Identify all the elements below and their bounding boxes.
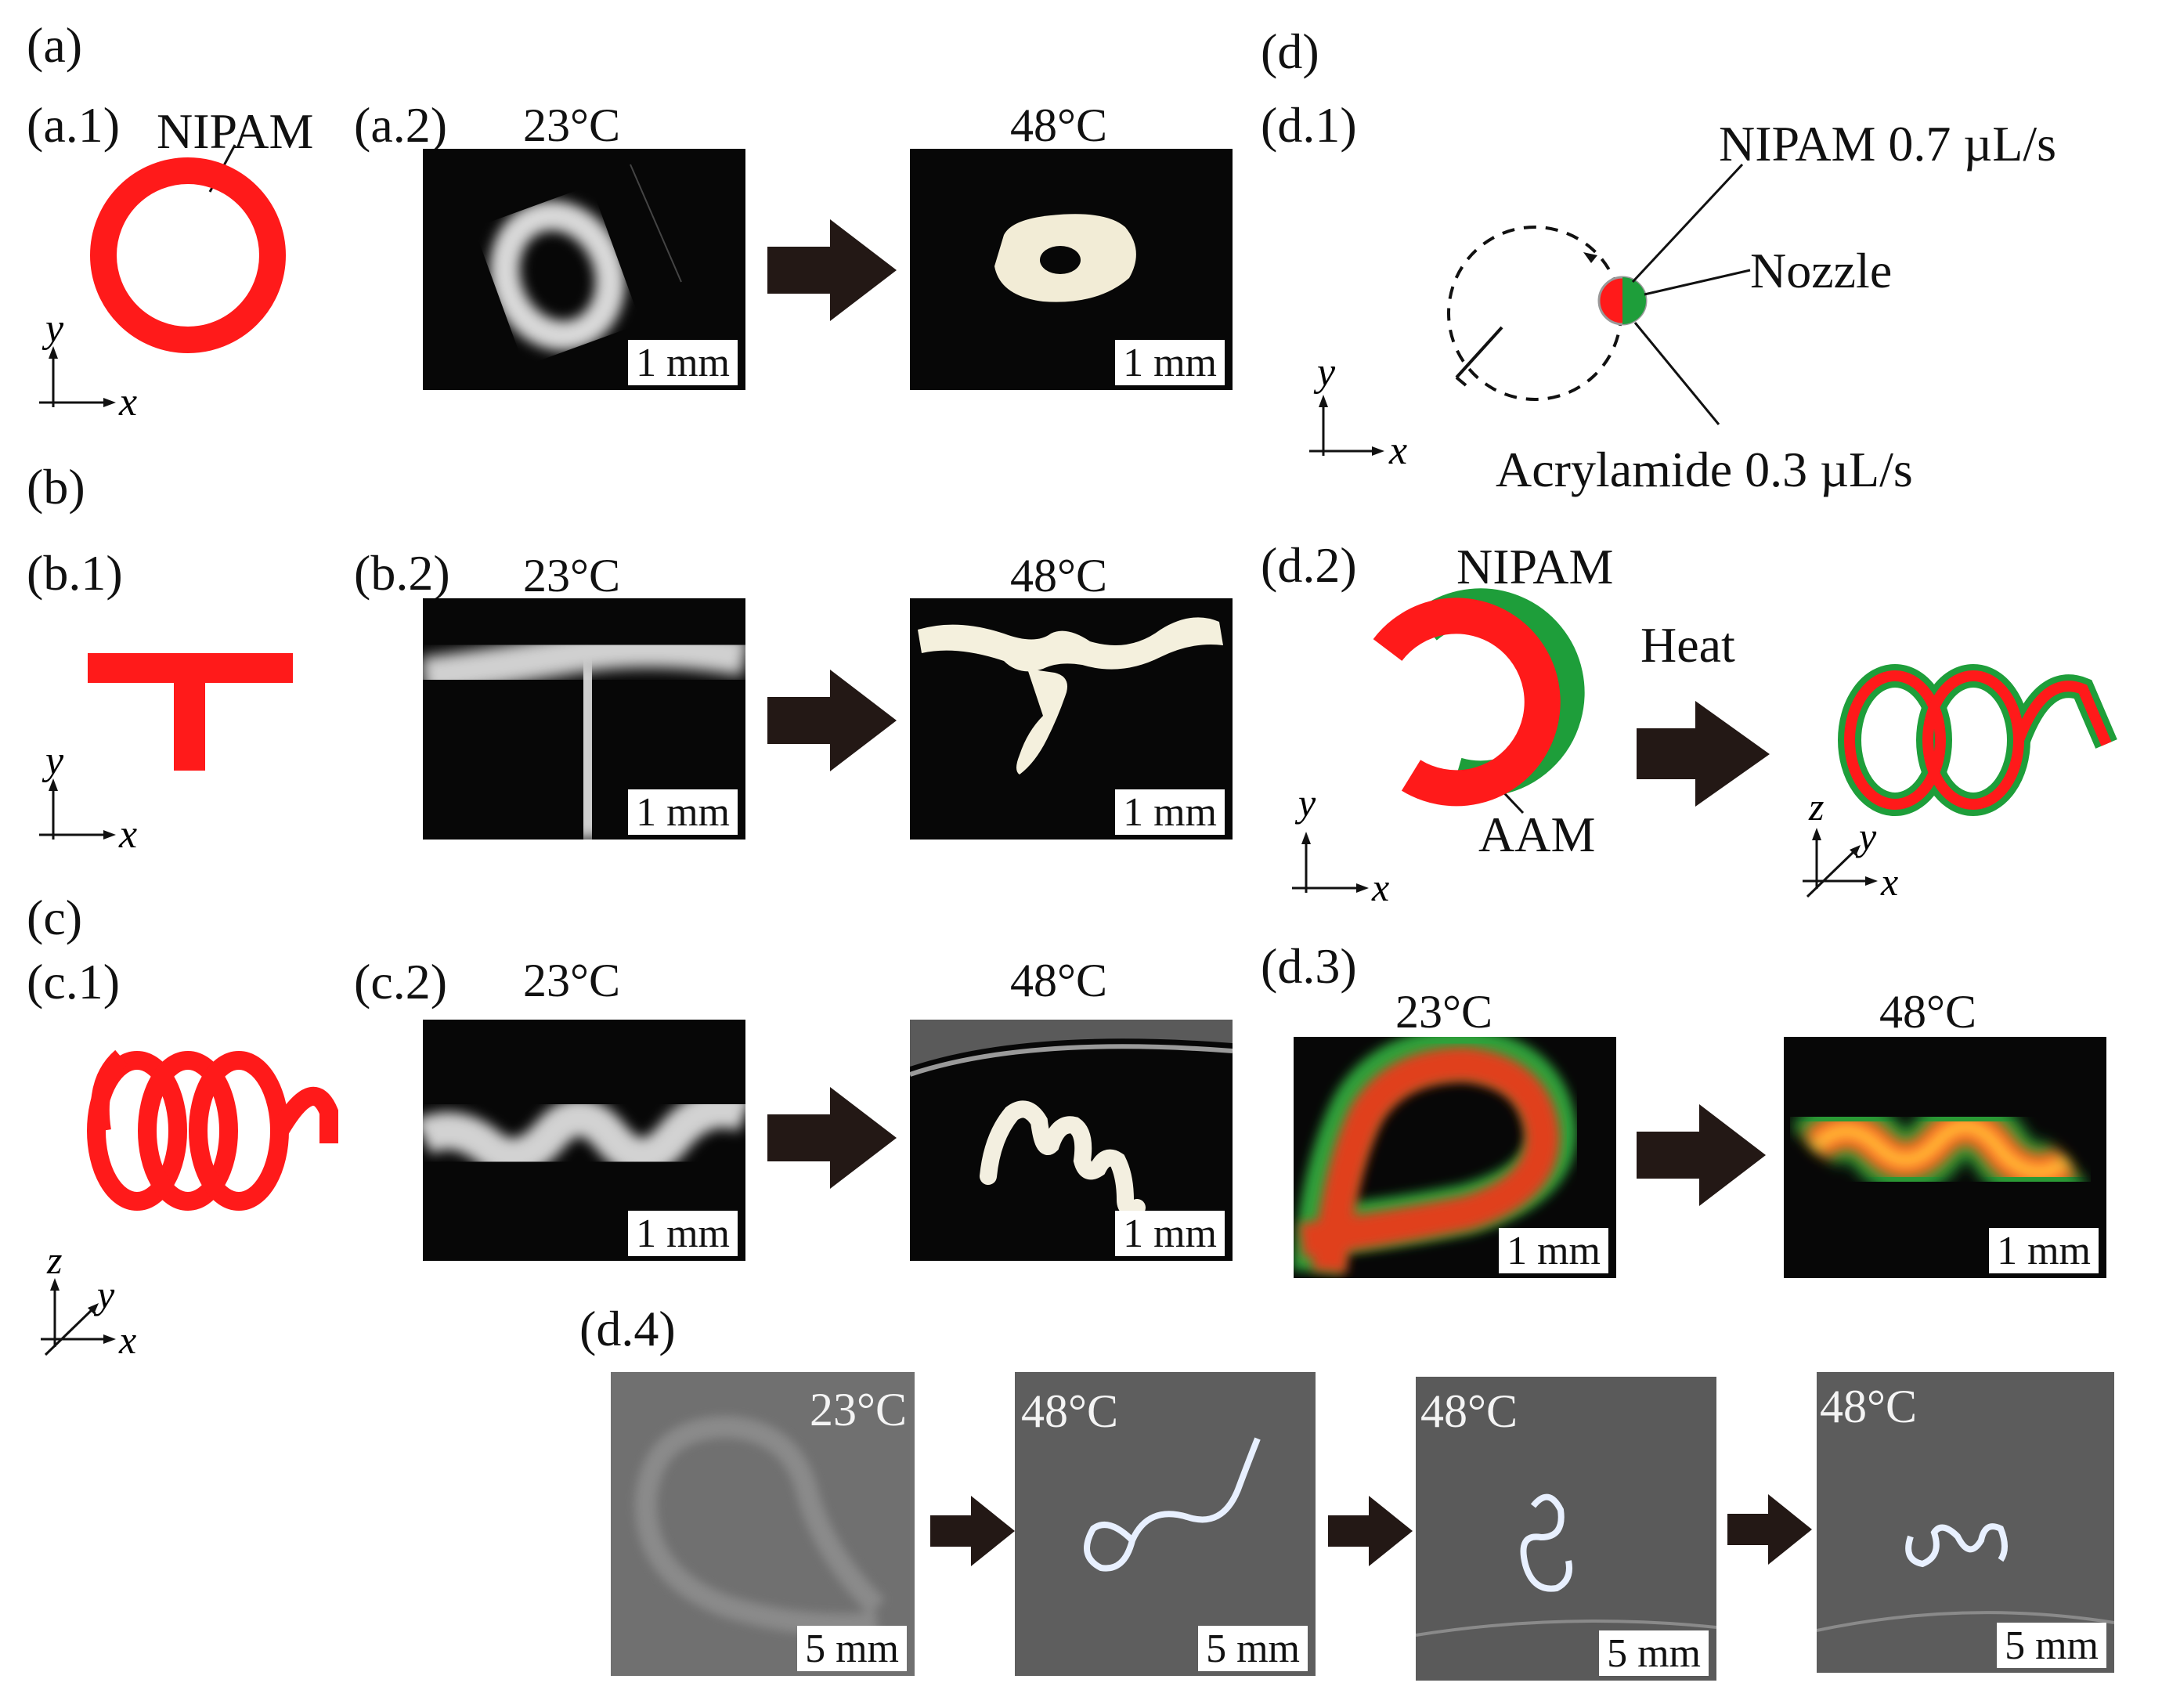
panel-label-b: (b)	[27, 459, 85, 515]
photo-a2-cold: 1 mm	[423, 149, 745, 390]
scale-bar-d4-2: 5 mm	[1198, 1626, 1308, 1671]
panel-label-c1: (c.1)	[27, 954, 121, 1009]
ring-schematic	[90, 144, 286, 353]
nipam-label-d2: NIPAM	[1456, 539, 1614, 594]
photo-b2-cold: 1 mm	[423, 598, 745, 840]
photo-d4-3: 48°C 5 mm	[1416, 1377, 1716, 1681]
temp-d4-4: 48°C	[1820, 1381, 1918, 1432]
nipam-rate-label: NIPAM 0.7 µL/s	[1719, 116, 2057, 172]
temp-d3-cold: 23°C	[1395, 986, 1493, 1038]
scale-bar-d4-1: 5 mm	[797, 1626, 907, 1671]
temp-a2-hot: 48°C	[1010, 99, 1108, 151]
axes-xyz-c1: z y x	[41, 1238, 136, 1362]
temp-d3-hot: 48°C	[1879, 986, 1977, 1038]
panel-label-d3: (d.3)	[1261, 938, 1357, 994]
arrow-a2	[767, 219, 897, 321]
scale-bar-c2-cold: 1 mm	[628, 1211, 738, 1256]
axis-label-x: x	[118, 1318, 136, 1362]
photo-b2-hot: 1 mm	[910, 598, 1233, 840]
axes-xy-a1: y x	[39, 306, 137, 424]
axis-label-z: z	[46, 1238, 62, 1282]
photo-d3-cold: 1 mm	[1294, 1037, 1616, 1278]
axis-label-z: z	[1808, 785, 1824, 829]
photo-d4-2: 48°C 5 mm	[1015, 1372, 1316, 1676]
arrow-c2	[767, 1087, 897, 1189]
photo-d4-1: 23°C 5 mm	[611, 1372, 915, 1676]
coil-schematic	[87, 1049, 338, 1211]
scale-bar-d4-3: 5 mm	[1599, 1630, 1709, 1676]
arrow-d3	[1637, 1104, 1766, 1206]
panel-label-b2: (b.2)	[354, 545, 450, 601]
axes-xy-d2: y x	[1292, 781, 1389, 909]
temp-c2-cold: 23°C	[523, 955, 621, 1006]
scale-bar-b2-hot: 1 mm	[1115, 789, 1225, 835]
photo-c2-cold: 1 mm	[423, 1020, 745, 1261]
axis-label-y: y	[1855, 814, 1877, 858]
temp-d4-2: 48°C	[1021, 1385, 1119, 1437]
axis-label-x: x	[1388, 428, 1407, 473]
photo-d3-hot: 1 mm	[1784, 1037, 2106, 1278]
temp-c2-hot: 48°C	[1010, 955, 1108, 1006]
scale-bar-b2-cold: 1 mm	[628, 789, 738, 835]
panel-label-b1: (b.1)	[27, 545, 123, 601]
axis-label-y: y	[42, 306, 64, 351]
scale-bar-d4-4: 5 mm	[1997, 1623, 2106, 1668]
axes-xyz-d2: z y x	[1803, 785, 1898, 904]
axis-label-y: y	[42, 738, 64, 783]
panel-label-c: (c)	[27, 890, 83, 945]
photo-d4-4: 48°C 5 mm	[1817, 1372, 2114, 1673]
axis-label-x: x	[1371, 865, 1389, 909]
scale-bar-c2-hot: 1 mm	[1115, 1211, 1225, 1256]
panel-label-a1: (a.1)	[27, 97, 121, 153]
scale-bar-d3-cold: 1 mm	[1499, 1228, 1608, 1273]
temp-b2-hot: 48°C	[1010, 550, 1108, 601]
photo-a2-hot: 1 mm	[910, 149, 1233, 390]
acrylamide-rate-label: Acrylamide 0.3 µL/s	[1496, 442, 1913, 497]
panel-label-c2: (c.2)	[354, 954, 448, 1009]
scale-bar-a2-cold: 1 mm	[628, 340, 738, 385]
temp-a2-cold: 23°C	[523, 99, 621, 151]
panel-label-d4: (d.4)	[579, 1301, 676, 1356]
nipam-label-a1: NIPAM	[157, 103, 314, 159]
axis-label-y: y	[1294, 781, 1316, 825]
scale-bar-a2-hot: 1 mm	[1115, 340, 1225, 385]
axis-label-y: y	[1313, 350, 1336, 395]
axis-label-x: x	[118, 380, 137, 424]
nozzle-label: Nozzle	[1750, 243, 1893, 298]
temp-b2-cold: 23°C	[523, 550, 621, 601]
nozzle-schematic	[1447, 163, 1751, 425]
panel-label-d1: (d.1)	[1261, 97, 1357, 153]
axes-xy-b1: y x	[39, 738, 137, 857]
aam-label: AAM	[1478, 807, 1596, 862]
heat-label: Heat	[1640, 617, 1735, 673]
scale-bar-d3-hot: 1 mm	[1989, 1228, 2099, 1273]
arrow-d4-1	[930, 1496, 1015, 1566]
arrow-d4-2	[1328, 1496, 1413, 1566]
axis-label-x: x	[118, 812, 137, 857]
arrow-d4-3	[1727, 1494, 1812, 1565]
temp-d4-1: 23°C	[809, 1384, 907, 1435]
bilayer-schematic	[1373, 588, 2117, 816]
t-shape-schematic	[88, 653, 293, 771]
temp-d4-3: 48°C	[1420, 1385, 1518, 1437]
photo-c2-hot: 1 mm	[910, 1020, 1233, 1261]
axis-label-x: x	[1880, 860, 1898, 904]
panel-label-d: (d)	[1261, 23, 1319, 79]
axes-xy-d1: y x	[1309, 350, 1407, 473]
axis-label-y: y	[93, 1273, 115, 1316]
panel-label-d2: (d.2)	[1261, 537, 1357, 593]
panel-label-a2: (a.2)	[354, 97, 448, 153]
panel-label-a: (a)	[27, 17, 83, 73]
arrow-b2	[767, 670, 897, 771]
